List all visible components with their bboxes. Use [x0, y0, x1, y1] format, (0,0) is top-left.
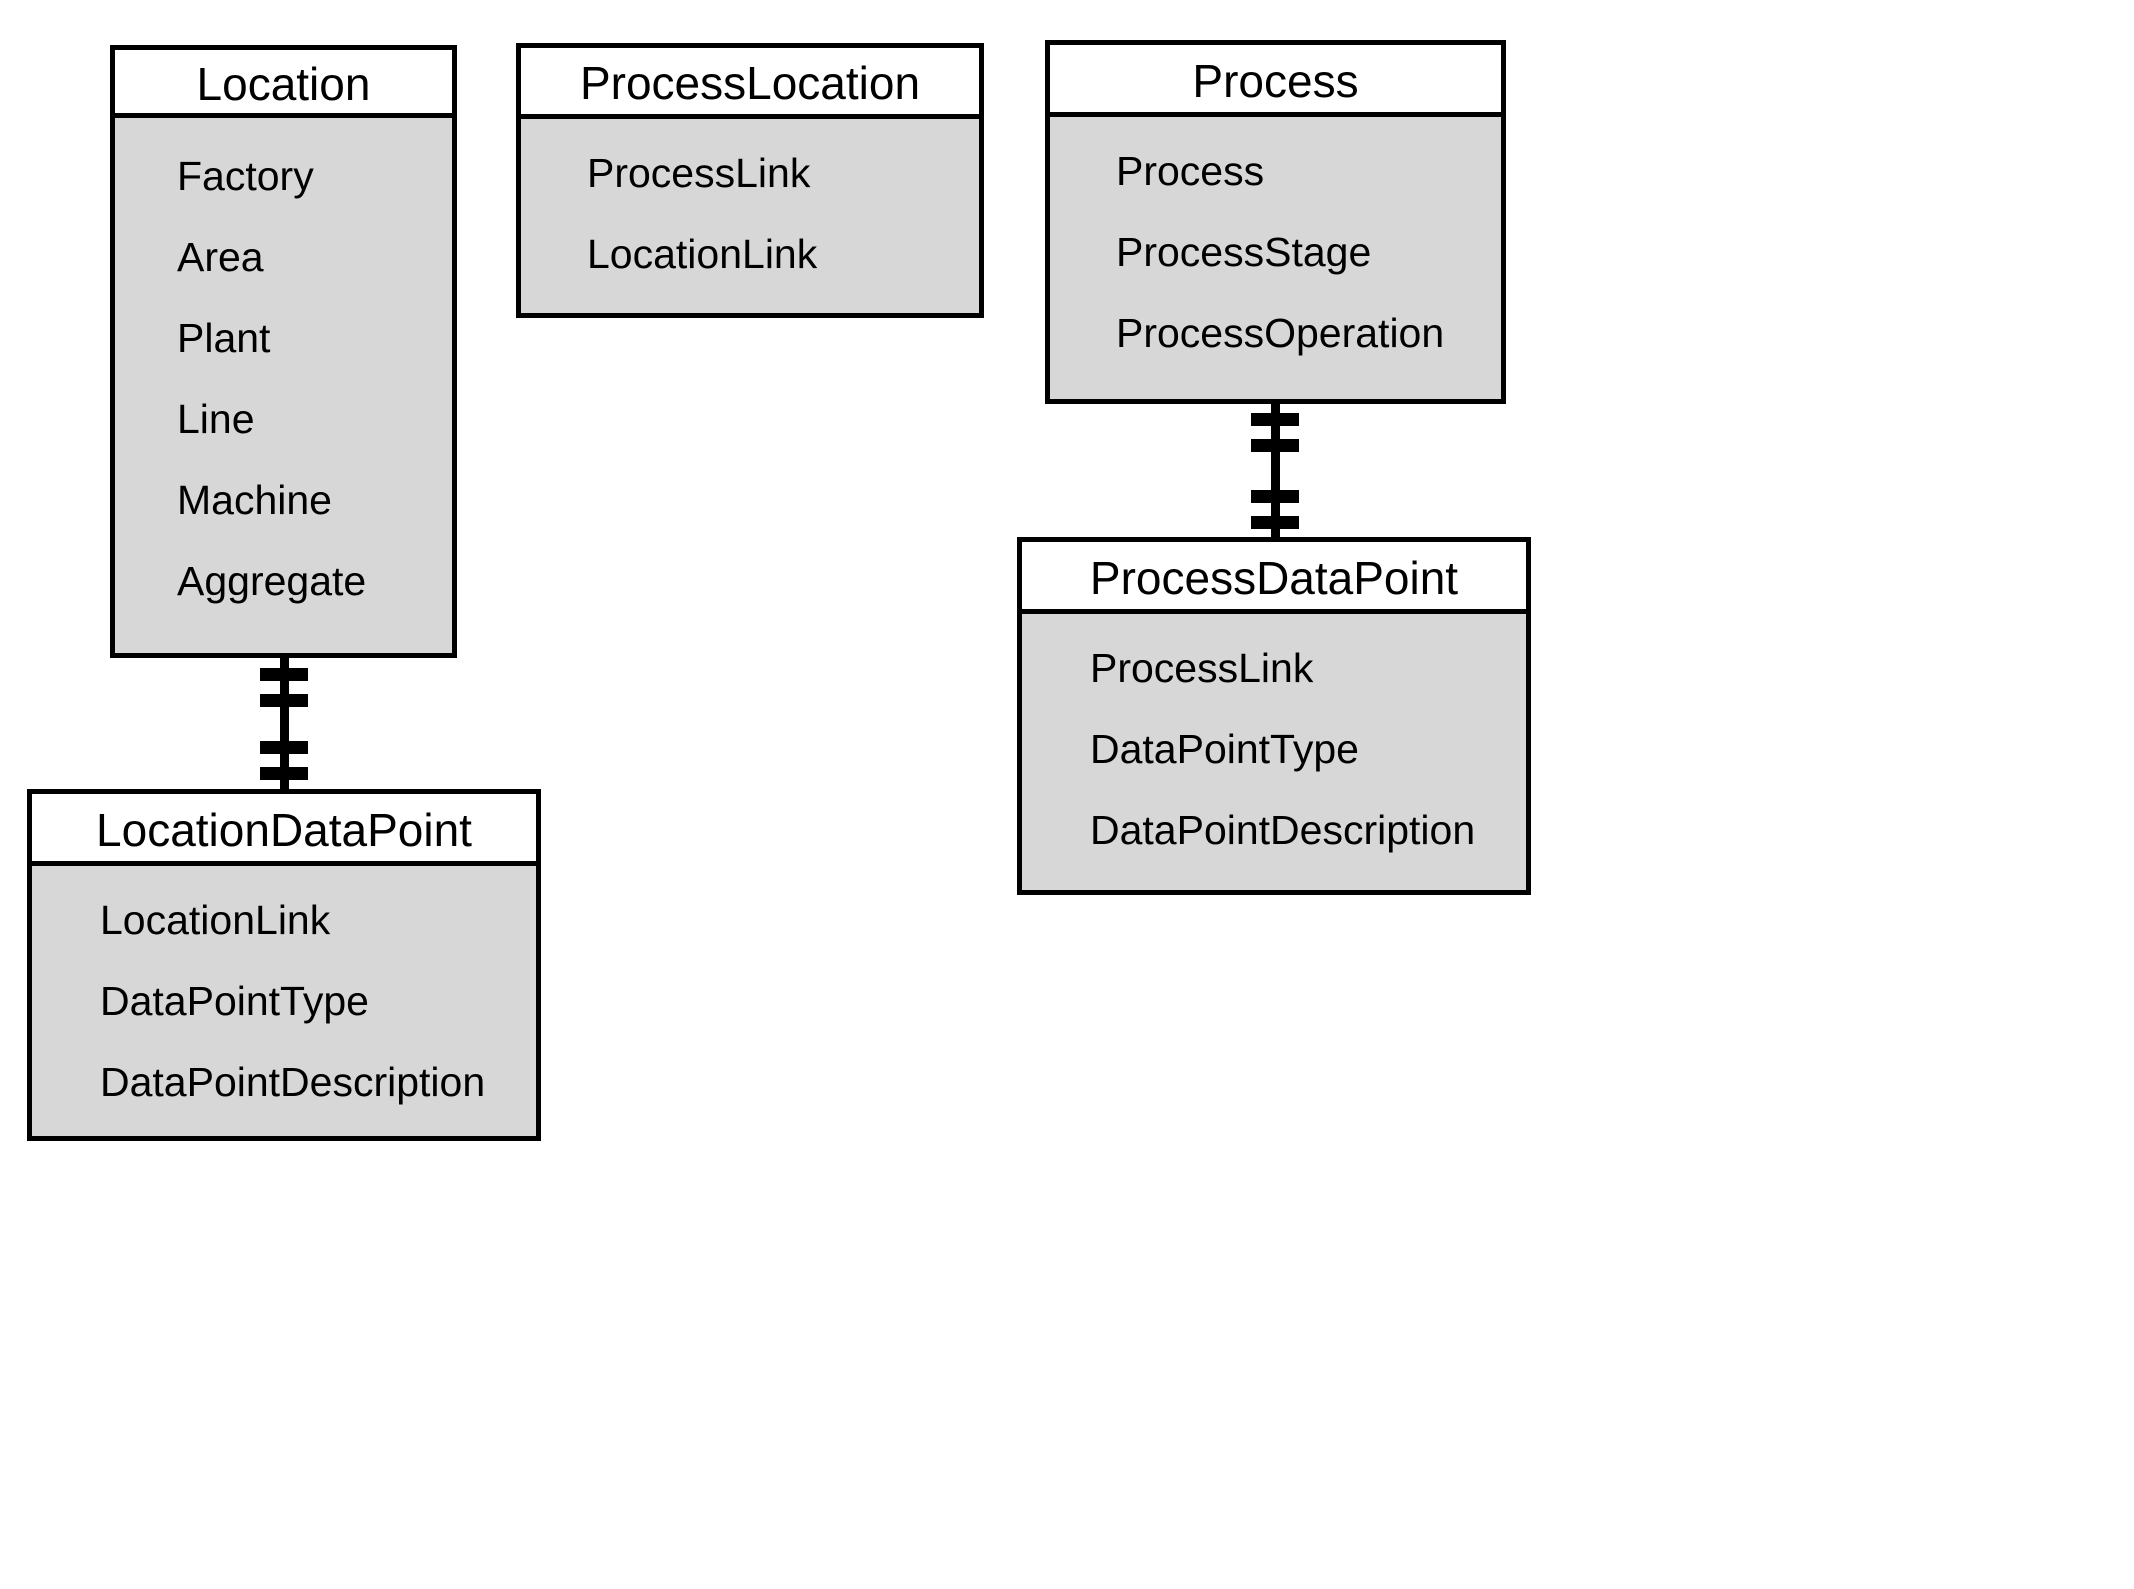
relationship-location-locationdatapoint[interactable] — [260, 657, 308, 791]
attribute-line: Line — [177, 396, 255, 442]
entity-location-title: Location — [115, 50, 452, 118]
cardinality-one-bar-icon — [260, 741, 308, 754]
attribute-datapointdescription-locationdatapoint: DataPointDescription — [100, 1059, 486, 1105]
entity-processdatapoint[interactable]: ProcessDataPoint ProcessLink DataPointTy… — [1017, 537, 1531, 895]
cardinality-one-bar-icon — [260, 668, 308, 681]
relationship-line — [280, 657, 289, 791]
relationship-process-processdatapoint[interactable] — [1251, 402, 1299, 540]
attribute-machine: Machine — [177, 477, 332, 523]
attribute-processstage: ProcessStage — [1116, 229, 1372, 275]
attribute-processlink-processdatapoint: ProcessLink — [1090, 645, 1314, 691]
entity-location-attributes: Factory Area Plant Line Machine Aggregat… — [115, 118, 452, 604]
attribute-datapointtype-locationdatapoint: DataPointType — [100, 978, 369, 1024]
entity-process[interactable]: Process Process ProcessStage ProcessOper… — [1045, 40, 1506, 404]
attribute-locationlink-locationdatapoint: LocationLink — [100, 897, 331, 943]
entity-processdatapoint-attributes: ProcessLink DataPointType DataPointDescr… — [1022, 614, 1526, 853]
entity-locationdatapoint-title: LocationDataPoint — [32, 794, 536, 866]
entity-processdatapoint-title: ProcessDataPoint — [1022, 542, 1526, 614]
attribute-area: Area — [177, 234, 264, 280]
cardinality-one-bar-icon — [260, 694, 308, 707]
cardinality-one-bar-icon — [1251, 516, 1299, 529]
entity-locationdatapoint-attributes: LocationLink DataPointType DataPointDesc… — [32, 866, 536, 1105]
attribute-processlink-processlocation: ProcessLink — [587, 150, 811, 196]
cardinality-one-bar-icon — [260, 767, 308, 780]
entity-process-title: Process — [1050, 45, 1501, 117]
relationship-line — [1271, 402, 1280, 540]
attribute-datapointdescription-processdatapoint: DataPointDescription — [1090, 807, 1476, 853]
entity-processlocation-title: ProcessLocation — [521, 48, 979, 119]
entity-processlocation-attributes: ProcessLink LocationLink — [521, 119, 979, 277]
entity-location[interactable]: Location Factory Area Plant Line Machine… — [110, 45, 457, 658]
cardinality-one-bar-icon — [1251, 490, 1299, 503]
attribute-process: Process — [1116, 148, 1265, 194]
entity-locationdatapoint[interactable]: LocationDataPoint LocationLink DataPoint… — [27, 789, 541, 1141]
attribute-aggregate: Aggregate — [177, 558, 367, 604]
entity-process-attributes: Process ProcessStage ProcessOperation — [1050, 117, 1501, 356]
attribute-locationlink-processlocation: LocationLink — [587, 231, 818, 277]
attribute-factory: Factory — [177, 153, 314, 199]
attribute-plant: Plant — [177, 315, 271, 361]
entity-processlocation[interactable]: ProcessLocation ProcessLink LocationLink — [516, 43, 984, 318]
attribute-datapointtype-processdatapoint: DataPointType — [1090, 726, 1359, 772]
attribute-processoperation: ProcessOperation — [1116, 310, 1445, 356]
cardinality-one-bar-icon — [1251, 439, 1299, 452]
cardinality-one-bar-icon — [1251, 413, 1299, 426]
